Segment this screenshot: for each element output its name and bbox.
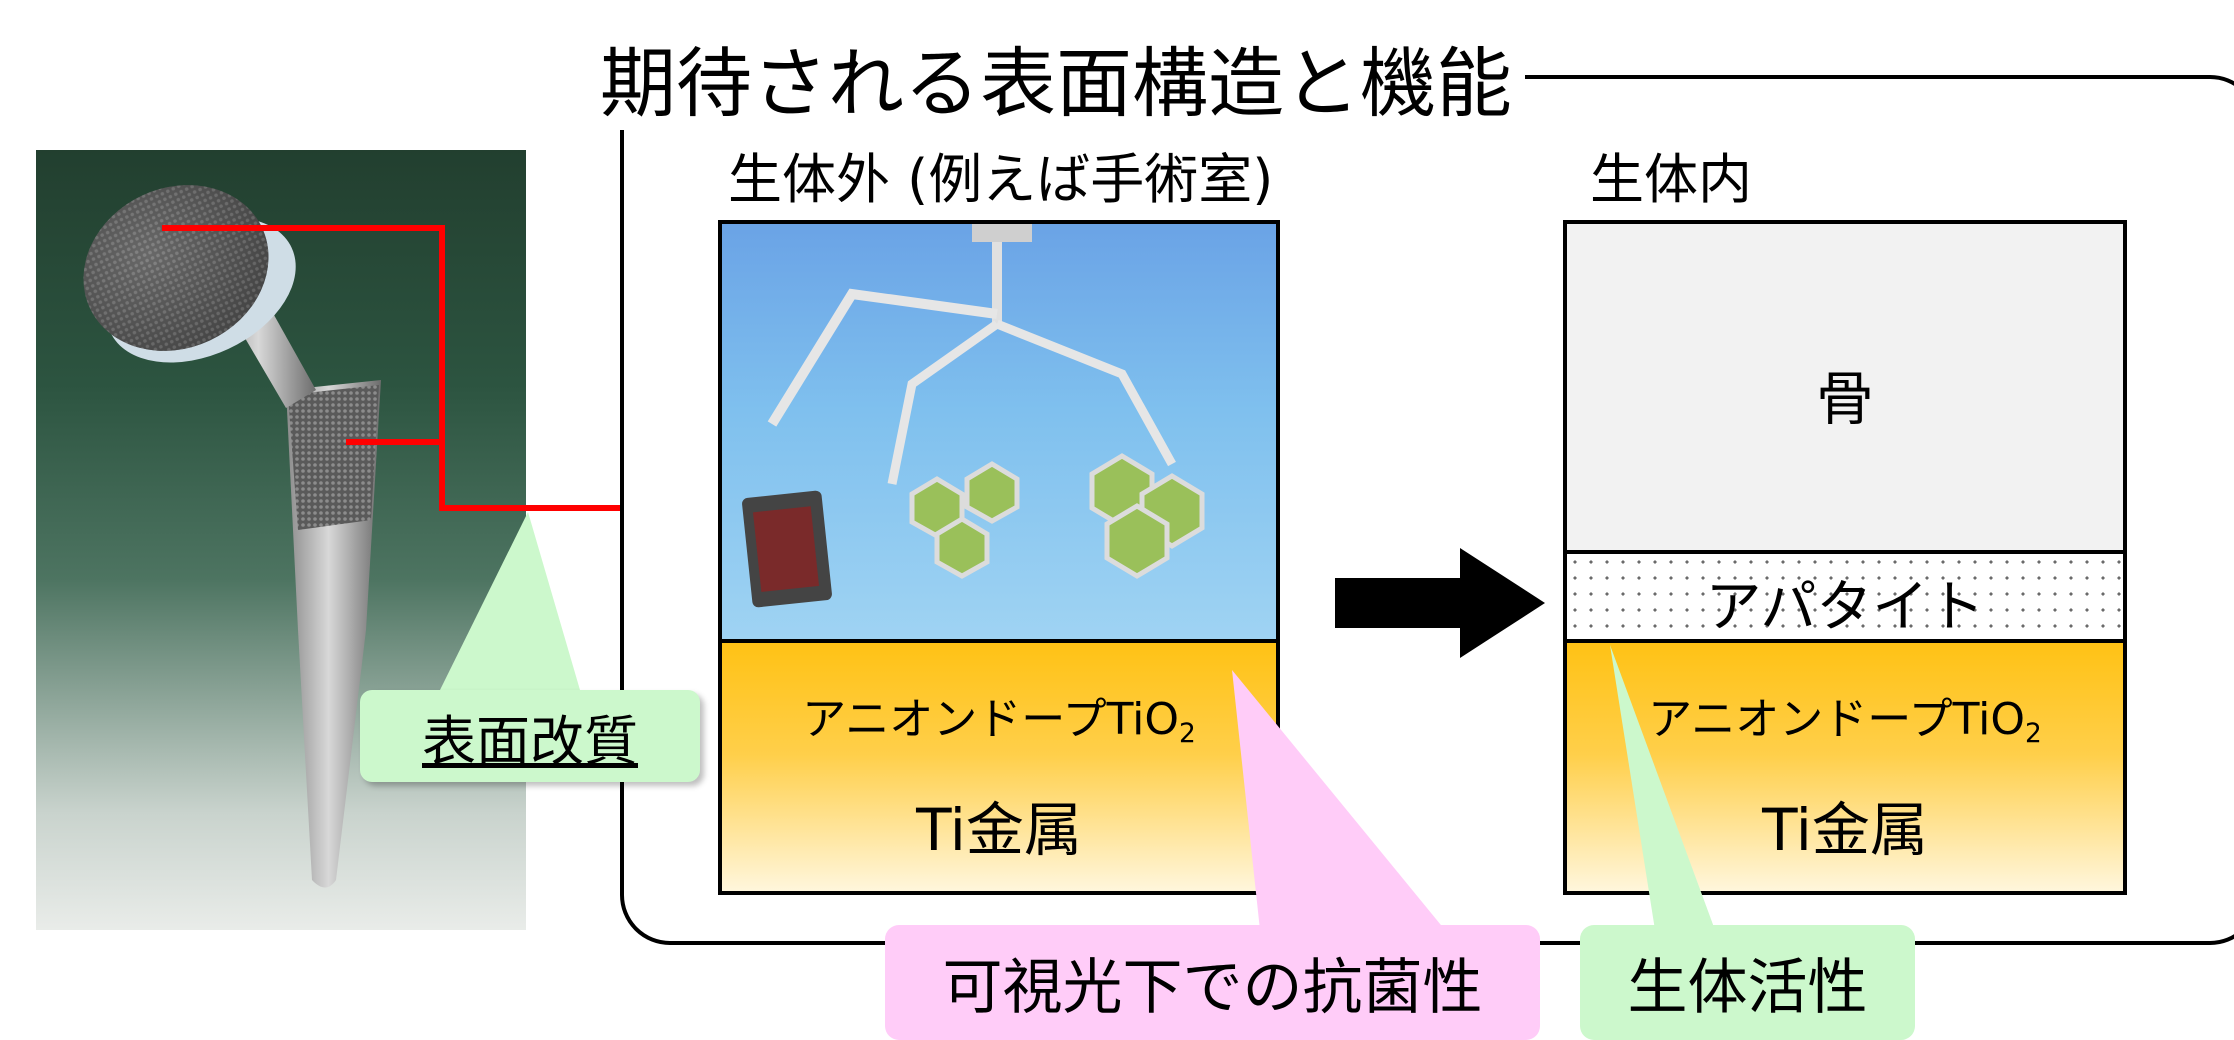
ex-vivo-doped-tio2-layer: アニオンドープTiO2 (722, 683, 1276, 749)
bone-layer: 骨 (1567, 224, 2123, 550)
in-vivo-ti-metal-layer: Ti金属 (1762, 796, 1928, 864)
surface-modification-label: 表面改質 (422, 709, 638, 773)
right-arrow-icon (1335, 548, 1545, 658)
bone-label: 骨 (1815, 365, 1874, 433)
in-vivo-doped-tio2-layer: アニオンドープTiO2 (1567, 683, 2123, 749)
ex-vivo-label: 生体外 (例えば手術室) (728, 148, 1274, 211)
in-vivo-doped-text: アニオンドープTiO (1648, 694, 2026, 745)
page-title: 期待される表面構造と機能 (600, 39, 1512, 128)
operating-room-lights-icon (742, 224, 1205, 608)
apatite-label: アパタイト (1705, 575, 1985, 640)
ex-vivo-box: アニオンドープTiO2 Ti金属 (718, 220, 1280, 895)
ex-vivo-ti-metal-layer: Ti金属 (916, 796, 1082, 864)
bioactivity-callout: 生体活性 (1580, 925, 1915, 1040)
ex-vivo-doped-sub: 2 (1179, 717, 1196, 749)
apatite-layer: アパタイト (1567, 550, 2123, 640)
ex-vivo-layers: アニオンドープTiO2 Ti金属 (722, 639, 1276, 891)
title-background (595, 40, 1525, 130)
in-vivo-label: 生体内 (1590, 148, 1752, 211)
ex-vivo-doped-text: アニオンドープTiO (802, 694, 1180, 745)
in-vivo-doped-sub: 2 (2025, 717, 2042, 749)
surface-modification-callout: 表面改質 (360, 690, 700, 782)
ex-vivo-image (722, 224, 1276, 639)
antibacterial-callout: 可視光下での抗菌性 (885, 925, 1540, 1040)
